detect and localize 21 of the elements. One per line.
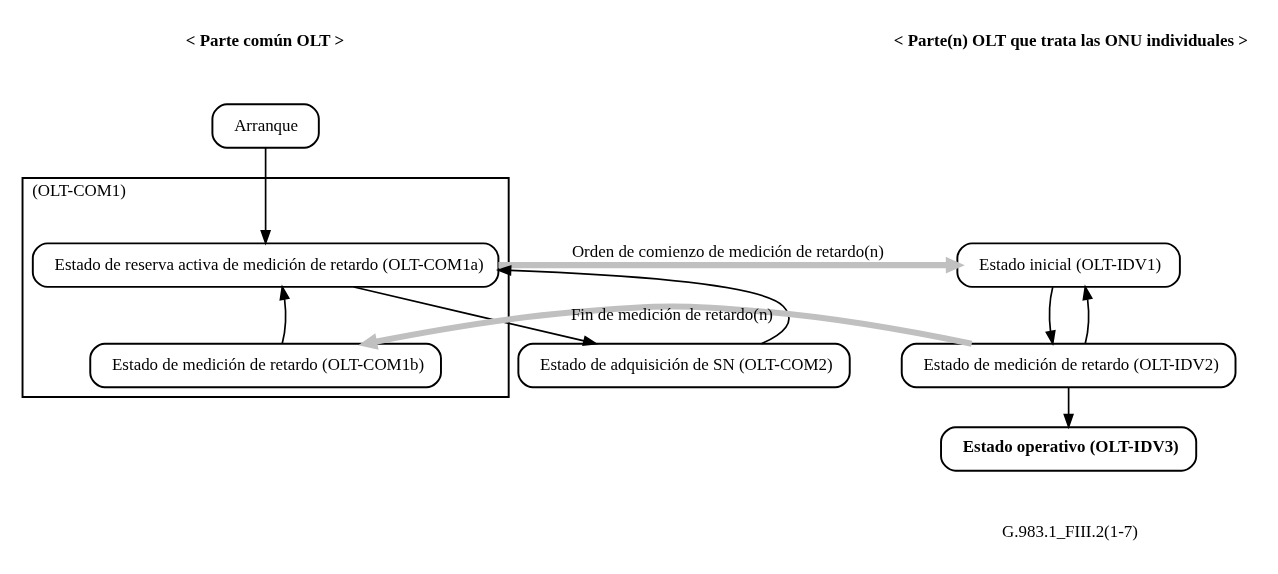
arrow bbox=[495, 264, 790, 345]
arrow bbox=[498, 256, 965, 273]
arrow bbox=[1082, 284, 1094, 344]
node-box: Estado operativo (OLT-IDV3) bbox=[940, 425, 1198, 472]
label: G.983.1_FIII.2(1-7) bbox=[1002, 521, 1138, 541]
arrow bbox=[358, 303, 973, 350]
arrow bbox=[1063, 386, 1075, 429]
label: < Parte común OLT > bbox=[185, 30, 345, 50]
label: < Parte(n) OLT que trata las ONU individuales > bbox=[893, 30, 1248, 50]
arrow bbox=[260, 146, 272, 246]
arrow bbox=[279, 284, 290, 344]
node-box: Estado de medición de retardo (OLT-COM1b) bbox=[89, 342, 442, 388]
edge-label: Orden de comienzo de medición de retardo(n) bbox=[571, 241, 884, 261]
node-box: Estado inicial (OLT-IDV1) bbox=[956, 241, 1181, 288]
arrow bbox=[1045, 285, 1056, 346]
node-box: Arranque bbox=[211, 102, 320, 149]
node-box: Estado de reserva activa de medición de retardo (OLT-COM1a) bbox=[31, 241, 500, 288]
arrow bbox=[353, 285, 599, 346]
node-box: Estado de adquisición de SN (OLT-COM2) bbox=[517, 342, 851, 388]
edge-label: Fin de medición de retardo(n) bbox=[570, 304, 773, 324]
node-box: Estado de medición de retardo (OLT-IDV2) bbox=[900, 342, 1237, 388]
